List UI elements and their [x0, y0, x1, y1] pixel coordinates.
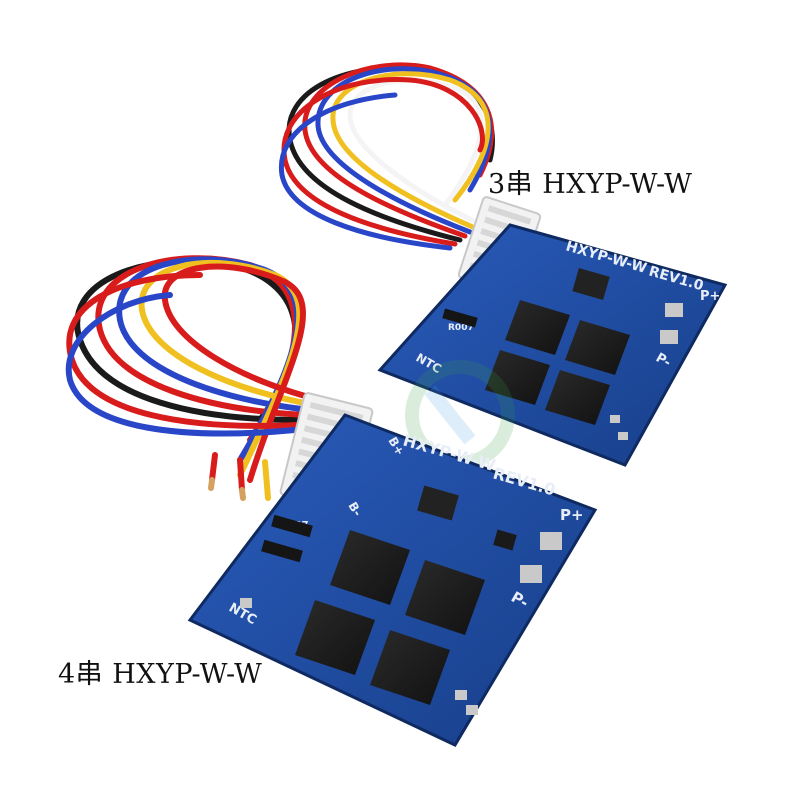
p-plus-label-3s: P+: [700, 289, 720, 304]
caption-3-series: 3串 HXYP-W-W: [488, 169, 693, 200]
ic-chip-4s: [417, 485, 459, 521]
b-minus-label-4s: B-: [345, 500, 364, 519]
resistor-3s: [442, 308, 478, 328]
wire-harness-3s: [278, 62, 495, 251]
mosfet-group-3s: [485, 300, 630, 425]
resistor-4s-b: [261, 539, 303, 563]
p-plus-label-4s: P+: [560, 506, 584, 524]
caption-4-series: 4串 HXYP-W-W: [58, 659, 263, 690]
resistor-code-3s: R007: [448, 323, 474, 333]
wire-ends-4s: [208, 452, 271, 501]
p-minus-label-3s: P-: [653, 350, 673, 370]
p-minus-label-4s: P-: [508, 588, 532, 612]
board-4-series: HXYP-W-W REV1.0 P+ P- NTC R007 B+ B-: [65, 255, 598, 747]
transistor-4s: [493, 529, 517, 551]
board-3-series: HXYP-W-W REV1.0 P+ P- NTC R007: [278, 62, 728, 467]
solder-pads-4s: [240, 532, 562, 715]
ic-chip-3s: [572, 268, 610, 300]
wire-harness-4s: [65, 255, 323, 483]
solder-pads-3s: [610, 303, 683, 440]
resistor-4s-a: [271, 514, 313, 538]
mosfet-group-4s: [295, 530, 485, 705]
